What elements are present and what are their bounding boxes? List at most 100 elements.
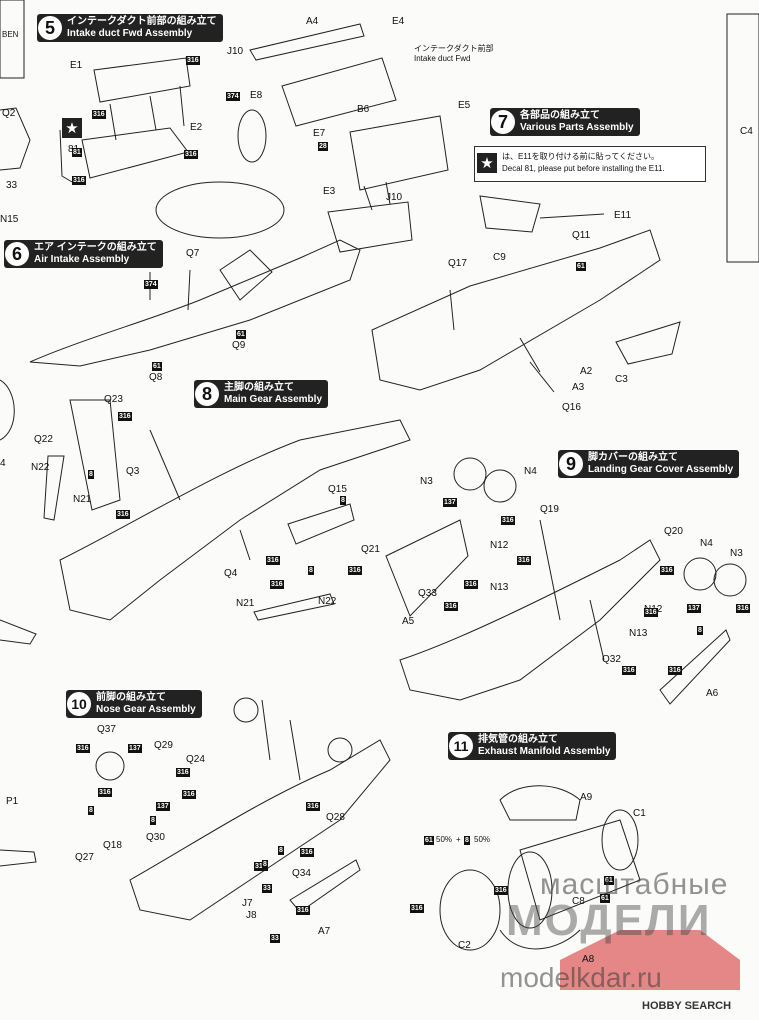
star-icon: ★ [62, 118, 82, 138]
step-5-jp: インテークダクト前部の組み立て [67, 16, 217, 27]
part-label: N12 [490, 540, 509, 551]
color-code: 316 [517, 556, 531, 565]
color-code: 316 [176, 768, 190, 777]
color-code: 316 [410, 904, 424, 913]
part-label: Q20 [664, 526, 683, 537]
part-label: N21 [236, 598, 255, 609]
color-code: 33 [270, 934, 280, 943]
color-code: 137 [156, 802, 170, 811]
part-label: Q33 [418, 588, 437, 599]
part-label: N4 [524, 466, 537, 477]
left-gear-fragment [0, 619, 37, 645]
part-label: A4 [306, 16, 319, 27]
wheel-q37 [95, 751, 125, 781]
part-label: E5 [458, 100, 471, 111]
color-code: 61 [600, 894, 610, 903]
color-code: 316 [116, 510, 130, 519]
step-5-en: Intake duct Fwd Assembly [67, 28, 193, 39]
part-e5 [349, 115, 449, 191]
fuselage-9 [399, 539, 661, 701]
part-label: P1 [6, 796, 19, 807]
part-label: E7 [313, 128, 326, 139]
color-code: 316 [660, 566, 674, 575]
part-label: Q18 [103, 840, 122, 851]
nozzle-c2 [439, 869, 501, 951]
watermark-line3: modelkdar.ru [500, 962, 662, 993]
note-7-en: Decal 81, please put before installing t… [502, 164, 665, 173]
wheel-fragment [0, 379, 15, 441]
color-code: 8 [88, 470, 94, 479]
color-code: 316 [494, 886, 508, 895]
part-n22-right [253, 593, 335, 621]
part-e3 [327, 201, 413, 253]
part-label: N21 [73, 494, 92, 505]
step-8-en: Main Gear Assembly [224, 394, 323, 405]
star-icon: ★ [477, 153, 497, 173]
color-code: 316 [444, 602, 458, 611]
nose-wheel-top [233, 697, 259, 723]
color-code: 316 [270, 580, 284, 589]
part-n22-left [43, 455, 65, 521]
mix-color-b: 8 [464, 836, 470, 845]
part-label: E1 [70, 60, 83, 71]
gear-strut-q23 [69, 399, 121, 511]
part-label: E3 [323, 186, 336, 197]
step-11-jp: 排気管の組み立て [478, 734, 558, 745]
color-code: 316 [72, 176, 86, 185]
left-p1-fragment [0, 849, 37, 867]
step-5-number: 5 [38, 16, 62, 40]
part-label: A3 [572, 382, 585, 393]
part-e1 [93, 57, 191, 103]
part-label: J7 [242, 898, 253, 909]
part-label: N22 [31, 462, 50, 473]
color-code: 316 [266, 556, 280, 565]
canopy-area [219, 249, 273, 301]
part-label: C9 [493, 252, 506, 263]
assembly-lines-7 [449, 289, 555, 393]
part-c9 [479, 195, 541, 233]
mix-plus: + [456, 835, 461, 844]
part-label: A6 [706, 688, 719, 699]
mix-pct-a: 50% [436, 835, 453, 844]
part-label: N4 [700, 538, 713, 549]
color-code: 61 [152, 362, 162, 371]
watermark-car [560, 930, 740, 990]
color-code: 81 [72, 148, 82, 157]
step-7-jp: 各部品の組み立て [520, 110, 600, 121]
part-label: N22 [318, 596, 337, 607]
color-code: 316 [348, 566, 362, 575]
part-label: N13 [629, 628, 648, 639]
step-6-number: 6 [5, 242, 29, 266]
part-label: C3 [615, 374, 628, 385]
wheel-n3-right [713, 563, 747, 597]
part-label: Q28 [326, 812, 345, 823]
step-10-jp: 前脚の組み立て [96, 692, 166, 703]
part-label: Q15 [328, 484, 347, 495]
color-code: 8 [278, 846, 284, 855]
part-label: N3 [730, 548, 743, 559]
nose-wheel-right [327, 737, 353, 763]
gear-strut-q15 [287, 503, 355, 545]
part-e4 [249, 23, 365, 61]
color-code: 8 [308, 566, 314, 575]
color-code: 316 [736, 604, 750, 613]
part-label: Q7 [186, 248, 200, 259]
cover-a6 [659, 629, 731, 705]
color-code: 374 [226, 92, 240, 101]
color-code: 374 [144, 280, 158, 289]
q2-fragment [0, 107, 31, 171]
assembly-lines-5 [109, 85, 185, 141]
part-label: A2 [580, 366, 593, 377]
part-c1 [601, 809, 639, 871]
part-label: Q9 [232, 340, 246, 351]
color-code: 8 [150, 816, 156, 825]
color-code: 316 [184, 150, 198, 159]
ring-c8 [507, 851, 553, 929]
color-code: 316 [76, 744, 90, 753]
part-label: Q32 [602, 654, 621, 665]
part-label: Q29 [154, 740, 173, 751]
